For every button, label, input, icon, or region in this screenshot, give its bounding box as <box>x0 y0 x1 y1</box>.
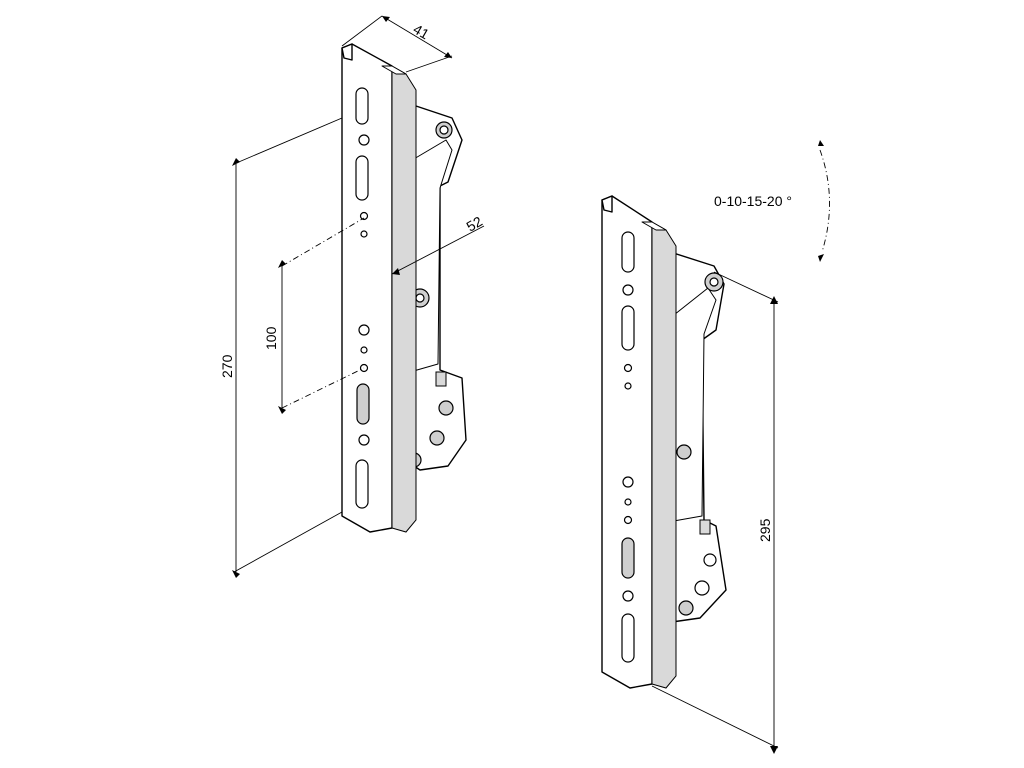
left-rail <box>341 43 417 533</box>
tilt-angle-label: 0-10-15-20 ° <box>714 193 792 209</box>
left-bracket <box>341 43 467 533</box>
overall-height-dimension-label: 295 <box>757 518 773 542</box>
right-bracket <box>601 195 727 689</box>
spacing-dimension-label: 100 <box>263 326 279 350</box>
dimension-lines <box>232 15 830 754</box>
right-rail <box>601 195 677 689</box>
depth-dimension-label: 52 <box>464 213 486 235</box>
width-dimension-label: 41 <box>411 21 433 43</box>
right-knob <box>676 444 692 460</box>
height-dimension-label: 270 <box>219 354 235 378</box>
